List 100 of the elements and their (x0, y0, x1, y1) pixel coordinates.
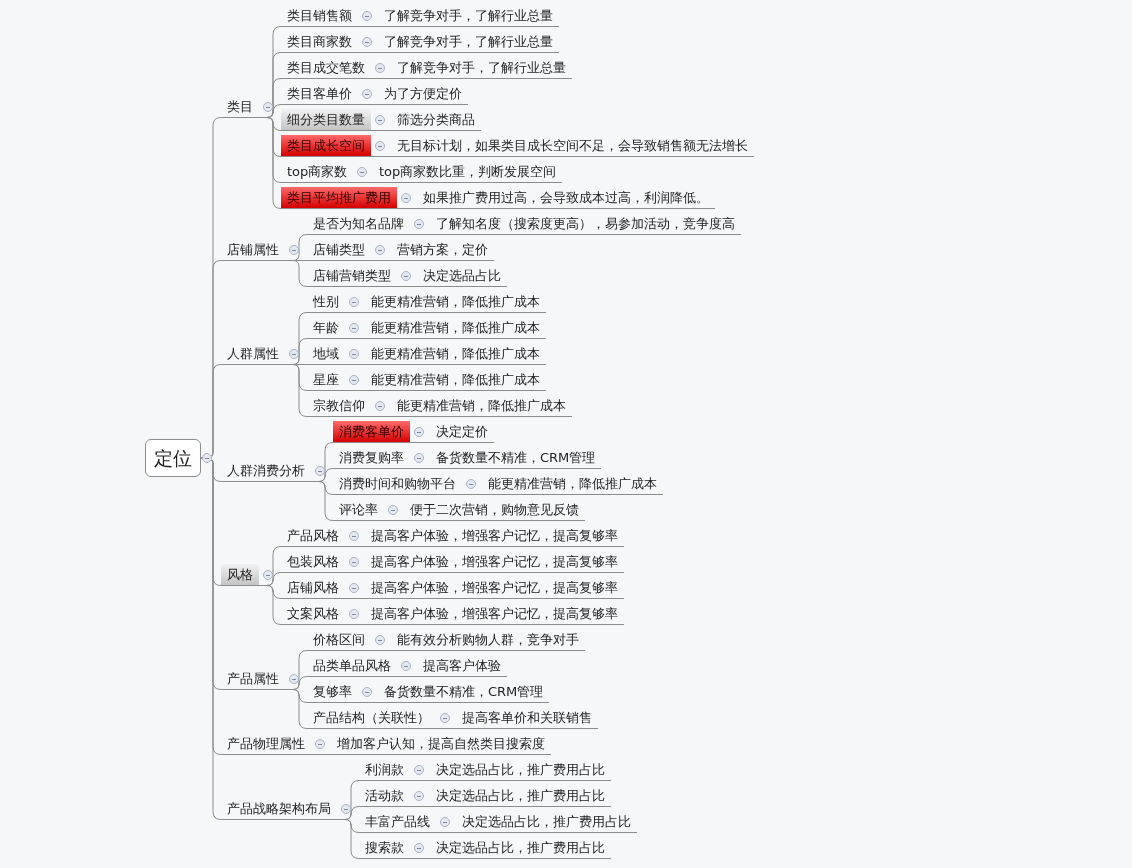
topic-label: 细分类目数量 (281, 109, 371, 131)
connector-line (409, 468, 431, 469)
note-text: 提高客单价和关联销售 (456, 707, 598, 729)
topic-label: 店铺风格 (281, 577, 345, 599)
note-text: 决定定价 (430, 421, 494, 443)
connector-line (370, 260, 392, 261)
topic-label: 人群消费分析 (221, 460, 311, 482)
topic-label: 产品属性 (221, 668, 285, 690)
topic-label: 宗教信仰 (307, 395, 371, 417)
connector-line (409, 806, 431, 807)
note-text: 便于二次营销，购物意见反馈 (404, 499, 585, 521)
topic-label: 品类单品风格 (307, 655, 397, 677)
connector-line (370, 650, 392, 651)
note-text: 能更精准营销，降低推广成本 (365, 317, 546, 339)
note-text: 能有效分析购物人群，竞争对手 (391, 629, 585, 651)
topic-label: 类目平均推广费用 (281, 187, 397, 209)
topic-label: 活动款 (359, 785, 410, 807)
connector-line (352, 182, 374, 183)
note-text: 提高客户体验，增强客户记忆，提高复够率 (365, 577, 624, 599)
connector-line (370, 78, 392, 79)
connector-line (383, 520, 405, 521)
connector-line (344, 624, 366, 625)
note-text: 筛选分类商品 (391, 109, 481, 131)
topic-label: 丰富产品线 (359, 811, 436, 833)
note-text: 决定选品占比，推广费用占比 (430, 759, 611, 781)
connector-line (344, 338, 366, 339)
topic-label: 类目销售额 (281, 5, 358, 27)
connector-line (409, 858, 431, 859)
note-text: 备货数量不精准，CRM管理 (430, 447, 602, 469)
connector-line (396, 208, 418, 209)
topic-label: 类目成长空间 (281, 135, 371, 157)
note-text: 提高客户体验，增强客户记忆，提高复够率 (365, 603, 624, 625)
note-text: 提高客户体验 (417, 655, 507, 677)
topic-label: 风格 (221, 564, 259, 586)
connector-line (435, 832, 457, 833)
connector-line (409, 780, 431, 781)
connector-line (370, 130, 392, 131)
topic-label: 消费时间和购物平台 (333, 473, 462, 495)
note-text: 为了方便定价 (378, 83, 468, 105)
connector-line (370, 156, 392, 157)
topic-label: 年龄 (307, 317, 345, 339)
topic-label: 类目 (221, 96, 259, 118)
topic-label: 性别 (307, 291, 345, 313)
connector-line (396, 286, 418, 287)
connector-line (344, 546, 366, 547)
connector-line (258, 585, 282, 625)
note-text: 了解知名度（搜索度更高），易参加活动，竞争度高 (430, 213, 741, 235)
topic-label: 复够率 (307, 681, 358, 703)
topic-label: 店铺类型 (307, 239, 371, 261)
note-text: 提高客户体验，增强客户记忆，提高复够率 (365, 525, 624, 547)
note-text: 能更精准营销，降低推广成本 (482, 473, 663, 495)
connector-line (435, 728, 457, 729)
note-text: top商家数比重，判断发展空间 (373, 161, 563, 183)
note-text: 了解竞争对手，了解行业总量 (391, 57, 572, 79)
topic-label: 地域 (307, 343, 345, 365)
connector-line (344, 390, 366, 391)
connector-line (396, 676, 418, 677)
connector-line (344, 312, 366, 313)
note-text: 了解竞争对手，了解行业总量 (378, 5, 559, 27)
topic-label: 消费复购率 (333, 447, 410, 469)
topic-label: 消费客单价 (333, 421, 410, 443)
note-text: 了解竞争对手，了解行业总量 (378, 31, 559, 53)
connector-line (344, 364, 366, 365)
topic-label: 类目成交笔数 (281, 57, 371, 79)
topic-label: 利润款 (359, 759, 410, 781)
topic-label: 评论率 (333, 499, 384, 521)
topic-label: 星座 (307, 369, 345, 391)
topic-label: 产品物理属性 (221, 733, 311, 755)
note-text: 营销方案，定价 (391, 239, 494, 261)
topic-label: top商家数 (281, 161, 354, 183)
connector-line (357, 104, 379, 105)
note-text: 能更精准营销，降低推广成本 (391, 395, 572, 417)
topic-label: 搜索款 (359, 837, 410, 859)
connector-line (310, 754, 332, 755)
connector-line (357, 52, 379, 53)
topic-label: 产品结构（关联性） (307, 707, 436, 729)
topic-label: 是否为知名品牌 (307, 213, 410, 235)
topic-label: 产品战略架构布局 (221, 798, 337, 820)
topic-label: 店铺营销类型 (307, 265, 397, 287)
connector-line (370, 416, 392, 417)
connector-line (344, 572, 366, 573)
connector-line (357, 26, 379, 27)
connector-line (409, 234, 431, 235)
topic-label: 类目客单价 (281, 83, 358, 105)
topic-label: 人群属性 (221, 343, 285, 365)
connector-line (409, 442, 431, 443)
note-text: 如果推广费用过高，会导致成本过高，利润降低。 (417, 187, 715, 209)
note-text: 决定选品占比，推广费用占比 (430, 837, 611, 859)
central-topic: 定位 (145, 439, 201, 477)
connector-line (344, 598, 366, 599)
topic-label: 产品风格 (281, 525, 345, 547)
note-text: 能更精准营销，降低推广成本 (365, 343, 546, 365)
note-text: 能更精准营销，降低推广成本 (365, 369, 546, 391)
connector-line (461, 494, 483, 495)
topic-label: 类目商家数 (281, 31, 358, 53)
note-text: 提高客户体验，增强客户记忆，提高复够率 (365, 551, 624, 573)
note-text: 增加客户认知，提高自然类目搜索度 (331, 733, 551, 755)
note-text: 无目标计划，如果类目成长空间不足，会导致销售额无法增长 (391, 135, 754, 157)
topic-label: 文案风格 (281, 603, 345, 625)
note-text: 决定选品占比，推广费用占比 (430, 785, 611, 807)
